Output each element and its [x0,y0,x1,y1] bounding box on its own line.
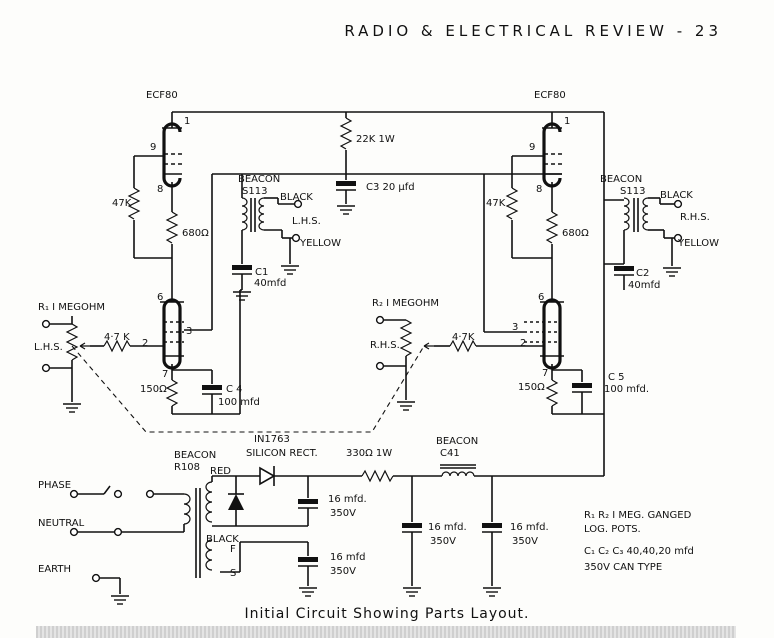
tap-f-label: F [230,544,236,555]
cap-16a-label: 16 mfd. [328,494,367,505]
mains-earth-label: EARTH [38,564,71,575]
resistor-150-right-label: 150Ω [518,382,545,393]
cap-16d-voltage: 350V [512,536,538,547]
wire-black-mains: BLACK [206,534,239,545]
output-lhs-label: L.H.S. [292,216,321,227]
choke-c41-label: C41 [440,448,460,459]
cap-c2-label: C2 [636,268,649,279]
pin-label: 8 [157,184,163,195]
resistor-150-left-label: 150Ω [140,384,167,395]
wire-red-label: RED [210,466,231,477]
cap-16c-label: 16 mfd. [428,522,467,533]
left-channel: 1 9 8 ECF80 47K 680Ω [34,90,604,415]
wire-black-right: BLACK [660,190,693,201]
pot-r2-label: R₂ I MEGOHM [372,298,439,309]
rectifier-part-label: IN1763 [254,434,290,445]
pin-label: 3 [186,326,192,337]
left-lower-pentode [160,298,184,370]
figure-caption: Initial Circuit Showing Parts Layout. [244,606,530,622]
page-header: RADIO & ELECTRICAL REVIEW - 23 [344,22,722,40]
wire-yellow-left: YELLOW [299,238,341,249]
resistor-4k7-left-label: 4·7 K [104,332,130,343]
cap-c5-label: C 5 [608,372,625,383]
tap-s-label: S [230,568,236,579]
decoupling: 22K 1W C3 20 µfd [336,112,415,215]
wire-yellow-right: YELLOW [677,238,719,249]
note-line: C₁ C₂ C₃ 40,40,20 mfd [584,546,694,557]
choke-beacon-label: BEACON [436,436,478,447]
cap-c4-label: C 4 [226,384,243,395]
output-transformer-left [241,197,265,232]
pin-label: 6 [157,292,163,303]
beacon-mains-label: BEACON [174,450,216,461]
pin-label: 8 [536,184,542,195]
input-rhs-label: R.H.S. [370,340,400,351]
wire-black-left: BLACK [280,192,313,203]
pin-label: 2 [520,338,526,349]
r108-label: R108 [174,462,200,473]
mains-neutral-label: NEUTRAL [38,518,85,529]
mains-phase-label: PHASE [38,480,71,491]
right-lower-pentode [524,298,564,370]
pin-label: 9 [529,142,535,153]
resistor-4k7-right-label: 4·7K [452,332,475,343]
resistor-47k-left-label: 47K [112,198,132,209]
cap-16a-voltage: 350V [330,508,356,519]
right-channel: 1 9 8 ECF80 47K 680Ω [370,90,719,476]
cap-c4-value: 100 mfd [218,397,260,408]
cap-c2-value: 40mfd [628,280,660,291]
note-line: LOG. POTS. [584,524,641,535]
power-supply: PHASE NEUTRAL EARTH BEACON R108 RED BLAC… [38,434,604,605]
s113-right-label: S113 [620,186,645,197]
pin-label: 9 [150,142,156,153]
cap-16d-label: 16 mfd. [510,522,549,533]
resistor-330-label: 330Ω 1W [346,448,392,459]
ganged-pot-link [71,345,425,433]
rectifier-type-label: SILICON RECT. [246,448,318,459]
pin-label: 3 [512,322,518,333]
note-line: 350V CAN TYPE [584,562,662,573]
right-upper-triode [542,122,562,188]
cap-c1-value: 40mfd [254,278,286,289]
input-lhs-label: L.H.S. [34,342,63,353]
pin-label: 1 [564,116,570,127]
tube-type-left: ECF80 [146,90,178,101]
left-upper-triode [162,112,182,188]
pin-label: 1 [184,116,190,127]
pin-label: 7 [542,368,548,379]
beacon-left-label: BEACON [238,174,280,185]
pot-r1-label: R₁ I MEGOHM [38,302,105,313]
resistor-680-right-label: 680Ω [562,228,589,239]
mains-transformer [183,481,213,578]
resistor-22k-label: 22K 1W [356,134,395,145]
cap-16b-voltage: 350V [330,566,356,577]
cap-c1-label: C1 [255,267,268,278]
resistor-47k-right-label: 47K [486,198,506,209]
cap-16c-voltage: 350V [430,536,456,547]
pin-label: 2 [142,338,148,349]
beacon-right-label: BEACON [600,174,642,185]
tube-type-right: ECF80 [534,90,566,101]
output-rhs-label: R.H.S. [680,212,710,223]
pin-label: 6 [538,292,544,303]
output-transformer-right [623,197,649,232]
cap-c5-value: 100 mfd. [604,384,649,395]
cap-16b-label: 16 mfd [330,552,366,563]
page-bottom-band [36,626,736,638]
cap-c3-label: C3 20 µfd [366,182,415,193]
resistor-680-left-label: 680Ω [182,228,209,239]
note-line: R₁ R₂ I MEG. GANGED [584,510,692,521]
s113-left-label: S113 [242,186,267,197]
pin-label: 7 [162,369,168,380]
component-notes: R₁ R₂ I MEG. GANGED LOG. POTS. C₁ C₂ C₃ … [584,510,694,573]
